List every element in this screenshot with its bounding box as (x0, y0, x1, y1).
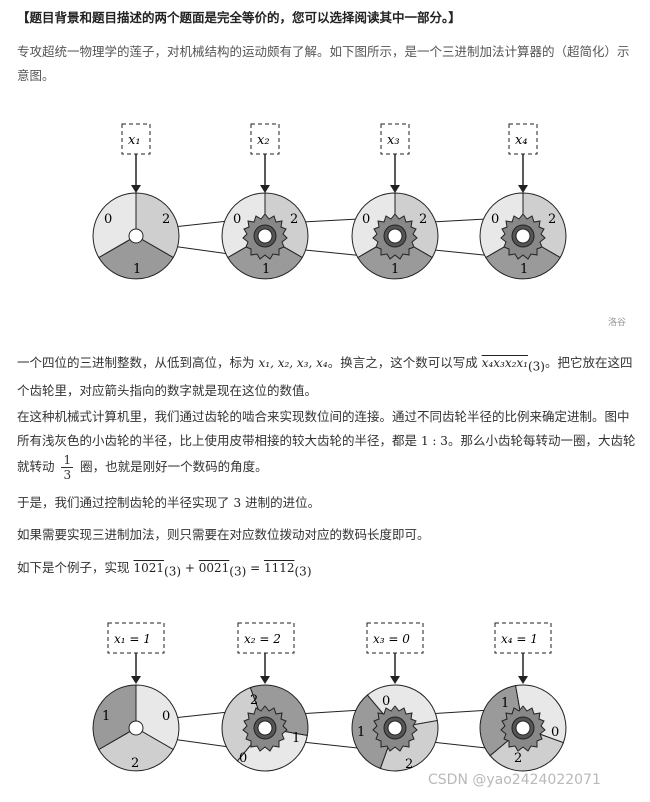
p6-s2: (3) (229, 564, 247, 579)
csdn-watermark: CSDN @yao2424022071 (428, 772, 601, 788)
figure-1-gear-diagram: 0 2 1 0 2 1 0 2 1 0 2 1 x₁ x₂ x₃ x₄ (92, 123, 567, 280)
figure-2-example-diagram: 1 0 2 2 1 0 0 1 2 1 0 2 x₁ = 1 x₂ = 2 x₃… (92, 622, 567, 772)
arrows (135, 154, 524, 187)
p3-ratio: 1 : 3 (420, 434, 448, 448)
example-label-boxes (107, 622, 552, 654)
p2-b: 。换言之，这个数可以写成 (327, 355, 482, 370)
ex4-digit-b: 0 (551, 725, 559, 740)
example-label-x2: x₂ = 2 (244, 632, 281, 646)
luogu-watermark: 洛谷 (608, 318, 627, 328)
paragraph-digits: 一个四位的三进制整数，从低到高位，标为 x₁, x₂, x₃, x₄。换言之，这… (17, 351, 637, 403)
example-label-x1: x₁ = 1 (114, 632, 151, 646)
p2-c: 。把它放在这四个齿轮里，对应箭头指向的数字就是现在这位的数值。 (17, 355, 633, 398)
p3-a: 在这种机械式计算机里，我们通过齿轮的啮合来实现数位间的连接。通过不同齿轮半径的比… (17, 409, 630, 448)
p2-num: x₄x₃x₂x₁ (481, 356, 528, 370)
digit-1: 1 (520, 262, 528, 277)
p6-n1: 1021 (133, 561, 165, 575)
arrow-heads (131, 185, 528, 193)
label-x4: x₄ (515, 133, 528, 148)
ex4-digit-a: 1 (501, 696, 509, 711)
label-x1: x₁ (128, 133, 141, 148)
digit-2: 2 (162, 212, 170, 227)
example-wheel-1 (92, 684, 180, 772)
wheel-1 (92, 192, 180, 280)
p4-b: 进制的进位。 (241, 495, 321, 510)
p3-b: 。那么小齿轮每转动一圈，大齿轮就转动 (17, 433, 636, 474)
ex3-digit-b: 1 (357, 725, 365, 740)
example-wheel-4 (479, 684, 567, 772)
example-label-x4: x₄ = 1 (501, 632, 538, 646)
ex1-digit-a: 1 (102, 709, 110, 724)
p6-s3: (3) (294, 564, 312, 579)
p6-a: 如下是个例子，实现 (17, 560, 134, 575)
p2-sub: (3) (527, 359, 545, 374)
ex3-digit-c: 2 (405, 757, 413, 772)
paragraph-gears: 在这种机械式计算机里，我们通过齿轮的啮合来实现数位间的连接。通过不同齿轮半径的比… (17, 405, 637, 482)
digit-1: 1 (262, 262, 270, 277)
wheel-3 (351, 192, 439, 280)
example-arrow-heads (131, 676, 528, 684)
p6-n2: 0021 (198, 561, 230, 575)
p4-n: 3 (233, 496, 242, 510)
label-x3: x₃ (387, 133, 400, 148)
p6-n3: 1112 (263, 561, 295, 575)
p6-eq: = (246, 561, 264, 575)
paragraph-intro: 专攻超统一物理学的莲子，对机械结构的运动颇有了解。如下图所示，是一个三进制加法计… (17, 44, 630, 83)
digit-1: 1 (391, 262, 399, 277)
p4-a: 于是，我们通过控制齿轮的半径实现了 (17, 495, 234, 510)
paragraph-addition: 如果需要实现三进制加法，则只需要在对应数位拨动对应的数码长度即可。 (17, 527, 430, 542)
wheel-2 (221, 192, 309, 280)
p6-plus: + (181, 561, 199, 575)
digit-1: 1 (133, 262, 141, 277)
ex3-digit-a: 0 (382, 694, 390, 709)
example-wheel-2 (221, 684, 309, 772)
digit-2: 2 (548, 212, 556, 227)
ex2-digit-a: 2 (250, 693, 258, 708)
belt-lines-2 (135, 707, 524, 753)
belt-lines (135, 216, 524, 260)
example-arrows (135, 653, 524, 678)
digit-2: 2 (419, 212, 427, 227)
ex1-digit-c: 2 (131, 756, 139, 771)
p3-c: 圈，也就是刚好一个数码的角度。 (76, 459, 268, 474)
p2-vars: x₁, x₂, x₃, x₄ (258, 356, 328, 370)
label-x2: x₂ (257, 133, 270, 148)
wheel-4 (479, 192, 567, 280)
digit-0: 0 (104, 212, 112, 227)
ex2-digit-b: 1 (292, 731, 300, 746)
digit-0: 0 (362, 212, 370, 227)
p6-s1: (3) (164, 564, 182, 579)
example-label-x3: x₃ = 0 (373, 632, 410, 646)
paragraph-carry: 于是，我们通过控制齿轮的半径实现了 3 进制的进位。 (17, 491, 637, 515)
ex4-digit-c: 2 (514, 751, 522, 766)
ex1-digit-b: 0 (162, 709, 170, 724)
ex2-digit-c: 0 (239, 751, 247, 766)
digit-0: 0 (233, 212, 241, 227)
example-wheel-3 (351, 684, 439, 772)
digit-2: 2 (290, 212, 298, 227)
label-boxes (121, 123, 538, 155)
digit-0: 0 (491, 212, 499, 227)
p2-a: 一个四位的三进制整数，从低到高位，标为 (17, 355, 259, 370)
paragraph-example: 如下是个例子，实现 1021(3) + 0021(3) = 1112(3) (17, 556, 637, 584)
intro-note: 【题目背景和题目描述的两个题面是完全等价的，您可以选择阅读其中一部分。】 (17, 10, 461, 25)
